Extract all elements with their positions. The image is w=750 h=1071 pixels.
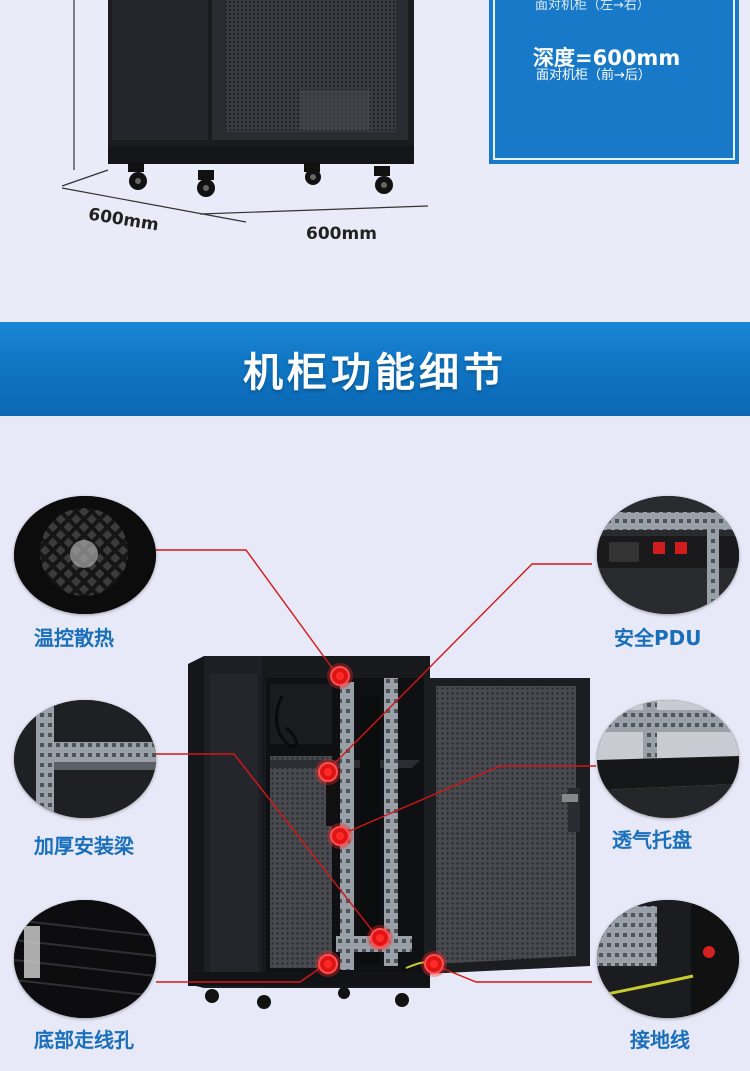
info-box-faded-text: 面对机柜（左→右） [535, 0, 650, 13]
shelf-tray-icon [597, 700, 739, 818]
callout-dot-cable-hole [318, 954, 338, 974]
detail-label-tray: 透气托盘 [612, 828, 692, 852]
depth-dimension-label: 600mm [306, 224, 377, 244]
callout-dot-tray [330, 826, 350, 846]
detail-section: 温控散热 加厚安装梁 底部走线孔 [0, 416, 750, 1071]
callout-dot-ground [424, 954, 444, 974]
dimension-section: 600mm 600mm 面对机柜（左→右） 深度=600mm 面对机柜（前→后） [0, 0, 750, 322]
fan-vent-icon [14, 496, 156, 614]
pdu-icon [597, 496, 739, 614]
detail-label-pdu: 安全PDU [614, 626, 702, 650]
mounting-rail-icon [14, 700, 156, 818]
cabinet-dimension-drawing [61, 0, 429, 223]
depth-subtitle: 面对机柜（前→后） [536, 68, 651, 83]
ground-wire-icon [597, 900, 739, 1018]
section-banner: 机柜功能细节 [0, 322, 750, 416]
cabinet-illustration [156, 549, 596, 1009]
detail-label-cooling: 温控散热 [34, 626, 114, 650]
banner-title: 机柜功能细节 [243, 350, 507, 396]
detail-label-ground: 接地线 [630, 1028, 690, 1052]
size-info-box: 面对机柜（左→右） 深度=600mm 面对机柜（前→后） [489, 0, 739, 164]
callout-dot-rail [370, 928, 390, 948]
depth-title: 深度=600mm [533, 46, 681, 70]
detail-label-rail: 加厚安装梁 [34, 834, 134, 858]
detail-label-cable-hole: 底部走线孔 [34, 1028, 134, 1052]
cable-hole-icon [14, 900, 156, 1018]
callout-dot-pdu [318, 762, 338, 782]
callout-dot-cooling [330, 666, 350, 686]
